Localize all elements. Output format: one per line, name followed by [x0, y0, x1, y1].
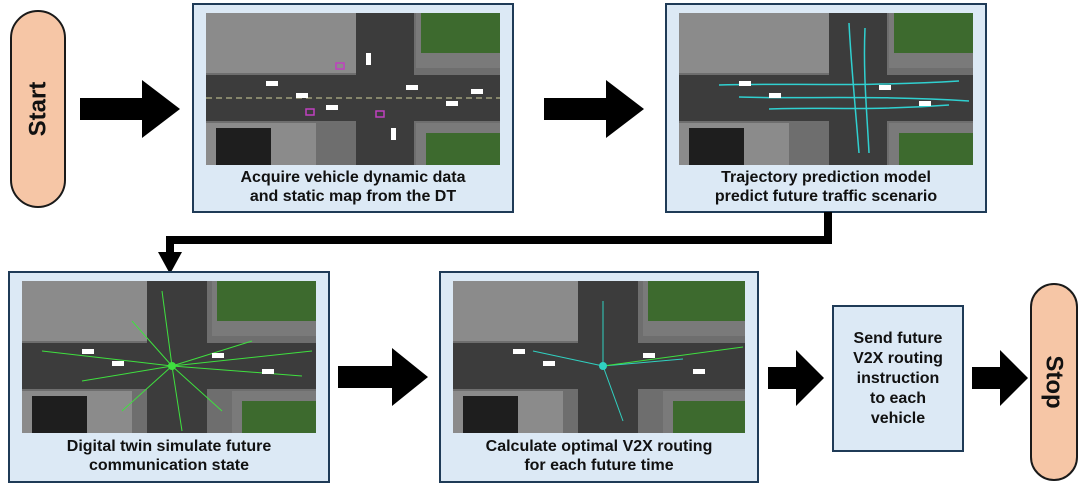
send-line: instruction [856, 369, 940, 387]
send-line: V2X routing [853, 349, 943, 367]
traffic-scene-image [206, 13, 500, 165]
arrow-send-to-stop [972, 350, 1028, 406]
send-line: vehicle [870, 409, 926, 427]
arrow-step4-to-send [768, 350, 824, 406]
caption-line: for each future time [524, 457, 674, 474]
arrow-start-to-step1 [80, 80, 180, 138]
traffic-scene-image [22, 281, 316, 433]
start-terminal: Start [10, 10, 66, 208]
step-acquire-data: Acquire vehicle dynamic data and static … [192, 3, 514, 213]
step-routing-caption: Calculate optimal V2X routing for each f… [441, 437, 757, 475]
caption-line: Calculate optimal V2X routing [485, 438, 713, 455]
caption-line: Acquire vehicle dynamic data [240, 169, 466, 186]
step-send-instruction: Send future V2X routing instruction to e… [832, 305, 964, 452]
step-trajectory-caption: Trajectory prediction model predict futu… [667, 168, 985, 206]
arrow-step2-to-step3 [158, 212, 832, 274]
arrow-step3-to-step4 [338, 348, 428, 406]
step-simulate-caption: Digital twin simulate future communicati… [10, 437, 328, 475]
traffic-scene-image [679, 13, 973, 165]
step-digital-twin-simulate: Digital twin simulate future communicati… [8, 271, 330, 483]
arrow-step1-to-step2 [544, 80, 644, 138]
step-calculate-routing: Calculate optimal V2X routing for each f… [439, 271, 759, 483]
step-trajectory-prediction: Trajectory prediction model predict futu… [665, 3, 987, 213]
send-text: Send future V2X routing instruction to e… [853, 329, 943, 429]
caption-line: and static map from the DT [249, 188, 457, 205]
caption-line: Trajectory prediction model [721, 169, 931, 186]
traffic-scene-image [453, 281, 745, 433]
step-acquire-caption: Acquire vehicle dynamic data and static … [194, 168, 512, 206]
send-line: Send future [853, 329, 943, 347]
caption-line: predict future traffic scenario [714, 188, 938, 205]
send-line: to each [869, 389, 926, 407]
stop-terminal: Stop [1030, 283, 1078, 481]
caption-line: communication state [88, 457, 250, 474]
stop-label: Stop [1041, 355, 1069, 409]
caption-line: Digital twin simulate future [66, 438, 272, 455]
start-label: Start [24, 81, 51, 137]
